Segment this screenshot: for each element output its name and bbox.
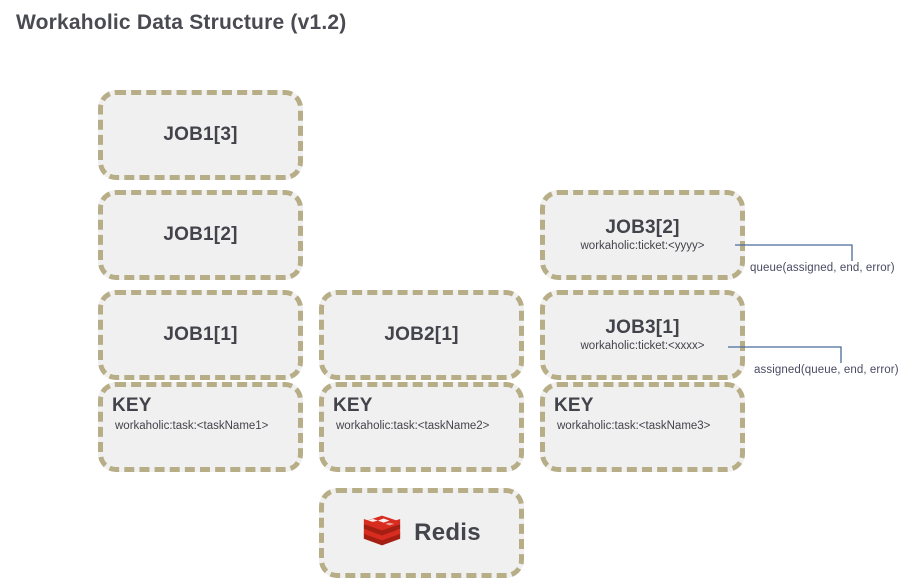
node-title: KEY <box>112 395 152 416</box>
node-job2-1[interactable]: JOB2[1] <box>319 290 524 380</box>
assigned-annotation: assigned(queue, end, error) <box>728 342 921 390</box>
queue-annotation: queue(assigned, end, error) <box>735 240 921 288</box>
node-job3-2[interactable]: JOB3[2] workaholic:ticket:<yyyy> <box>540 190 745 280</box>
node-job3-1[interactable]: JOB3[1] workaholic:ticket:<xxxx> <box>540 290 745 380</box>
node-title: KEY <box>554 395 594 416</box>
assigned-annotation-label: assigned(queue, end, error) <box>754 364 899 376</box>
node-title: JOB3[2] <box>605 216 680 238</box>
queue-leader-line <box>735 244 853 261</box>
node-title: JOB3[1] <box>605 316 680 338</box>
node-key-taskname2[interactable]: KEY workaholic:task:<taskName2> <box>319 382 524 472</box>
page-title: Workaholic Data Structure (v1.2) <box>16 11 347 34</box>
assigned-leader-line <box>728 346 842 363</box>
queue-annotation-label: queue(assigned, end, error) <box>750 262 895 274</box>
redis-label: Redis <box>414 519 481 546</box>
node-job1-3[interactable]: JOB1[3] <box>98 90 303 180</box>
node-title: JOB1[2] <box>163 224 238 246</box>
node-key-taskname3[interactable]: KEY workaholic:task:<taskName3> <box>540 382 745 472</box>
node-title: JOB1[1] <box>163 324 238 346</box>
node-title: JOB2[1] <box>384 324 459 346</box>
node-title: JOB1[3] <box>163 124 238 146</box>
node-subtitle: workaholic:task:<taskName1> <box>115 419 269 432</box>
node-title: KEY <box>333 395 373 416</box>
node-redis-storage[interactable]: Redis <box>319 488 524 578</box>
node-subtitle: workaholic:task:<taskName3> <box>557 419 711 432</box>
node-key-taskname1[interactable]: KEY workaholic:task:<taskName1> <box>98 382 303 472</box>
node-subtitle: workaholic:ticket:<yyyy> <box>580 239 705 252</box>
redis-logo-icon <box>362 514 402 552</box>
node-subtitle: workaholic:ticket:<xxxx> <box>580 339 705 352</box>
node-job1-2[interactable]: JOB1[2] <box>98 190 303 280</box>
node-job1-1[interactable]: JOB1[1] <box>98 290 303 380</box>
node-subtitle: workaholic:task:<taskName2> <box>336 419 490 432</box>
